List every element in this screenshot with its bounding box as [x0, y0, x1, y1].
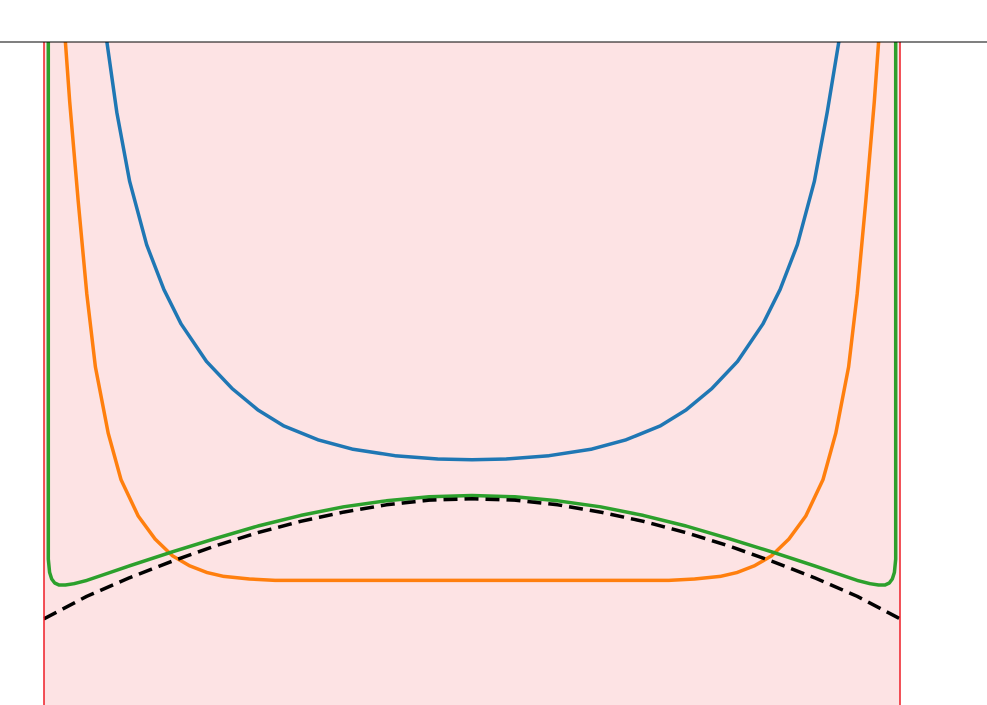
dashed-curve: [43, 497, 901, 621]
series-line-1: [105, 41, 841, 462]
series-line-2: [63, 41, 881, 583]
region-fill: [44, 42, 900, 705]
series-line-3: [46, 42, 898, 587]
